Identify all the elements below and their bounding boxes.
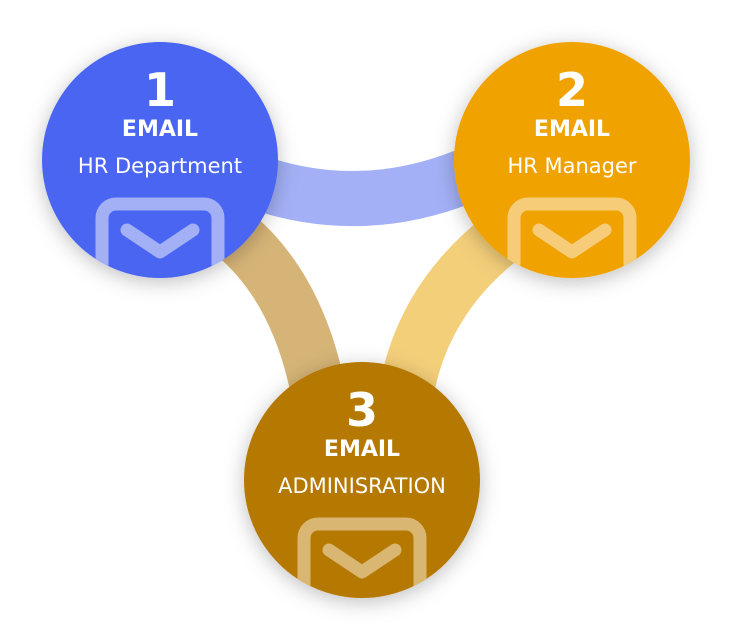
node-label: ADMINISRATION: [278, 474, 446, 498]
connector-1-3: [216, 214, 348, 406]
connector-1-2: [235, 146, 486, 227]
node-number: 2: [556, 63, 588, 117]
envelope-icon: [95, 197, 225, 278]
node-label: HR Department: [78, 154, 242, 178]
envelope-icon: [507, 197, 637, 278]
node-number: 3: [346, 383, 378, 437]
envelope-icon: [297, 517, 427, 598]
node-number: 1: [144, 63, 176, 117]
node-2: 2 EMAIL HR Manager: [454, 42, 690, 278]
node-3: 3 EMAIL ADMINISRATION: [244, 362, 480, 598]
node-label: HR Manager: [507, 154, 636, 178]
node-title: EMAIL: [324, 437, 400, 462]
connector-2-3: [377, 213, 523, 405]
node-title: EMAIL: [534, 117, 610, 142]
node-1: 1 EMAIL HR Department: [42, 42, 278, 278]
node-title: EMAIL: [122, 117, 198, 142]
